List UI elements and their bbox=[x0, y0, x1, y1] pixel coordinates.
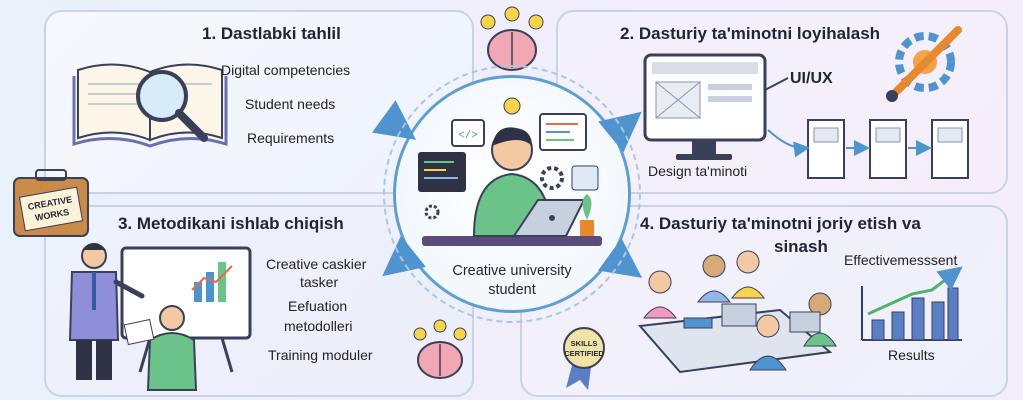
panel3-item-4: metodolleri bbox=[284, 318, 353, 334]
brain-lightbulbs-icon-bottom bbox=[413, 319, 467, 379]
panel3-item-1: Creative caskier bbox=[266, 256, 367, 272]
monitor-wireframe-icon bbox=[643, 53, 789, 160]
panel3-item-5: Training moduler bbox=[268, 347, 373, 363]
panel1-item-3: Requirements bbox=[247, 130, 335, 146]
brain-lightbulbs-icon bbox=[480, 6, 544, 71]
panel4-title-line2: sinash bbox=[774, 237, 828, 256]
design-caption: Design ta'minoti bbox=[648, 163, 748, 179]
creative-works-briefcase-icon: CREATIVE WORKS bbox=[13, 169, 89, 237]
panel2-title: 2. Dasturiy ta'minotni loyihalash bbox=[620, 24, 881, 43]
panel3-item-3: Eefuation bbox=[288, 298, 348, 314]
center-label: Creative university student bbox=[430, 262, 594, 300]
skills-badge-line2: CERTIFIED bbox=[564, 349, 604, 358]
gear-brush-icon bbox=[886, 26, 962, 102]
center-label-line1: Creative university bbox=[452, 263, 572, 279]
effectiveness-chart-icon bbox=[861, 266, 963, 341]
panel1-item-1: Digital competencies bbox=[221, 62, 351, 78]
skills-certified-badge-icon: SKILLS CERTIFIED bbox=[563, 327, 605, 390]
chart-title: Effectivemesssent bbox=[844, 252, 958, 268]
center-label-line2: student bbox=[488, 282, 536, 298]
panel3-item-2: tasker bbox=[300, 274, 339, 290]
uiux-label: UI/UX bbox=[790, 70, 833, 87]
panel1-item-2: Student needs bbox=[245, 96, 336, 112]
panel4-title-line1: 4. Dasturiy ta'minotni joriy etish va bbox=[640, 214, 921, 233]
wireframe-flow bbox=[767, 119, 969, 179]
team-working-icon bbox=[637, 250, 837, 374]
center-ring bbox=[383, 65, 641, 323]
presenter-whiteboard-icon bbox=[68, 243, 252, 391]
panel3-title: 3. Metodikani ishlab chiqish bbox=[118, 214, 344, 233]
book-magnifier-icon bbox=[72, 63, 228, 148]
skills-badge-line1: SKILLS bbox=[571, 339, 598, 348]
chart-caption: Results bbox=[888, 347, 935, 363]
panel1-title: 1. Dastlabki tahlil bbox=[202, 24, 341, 43]
